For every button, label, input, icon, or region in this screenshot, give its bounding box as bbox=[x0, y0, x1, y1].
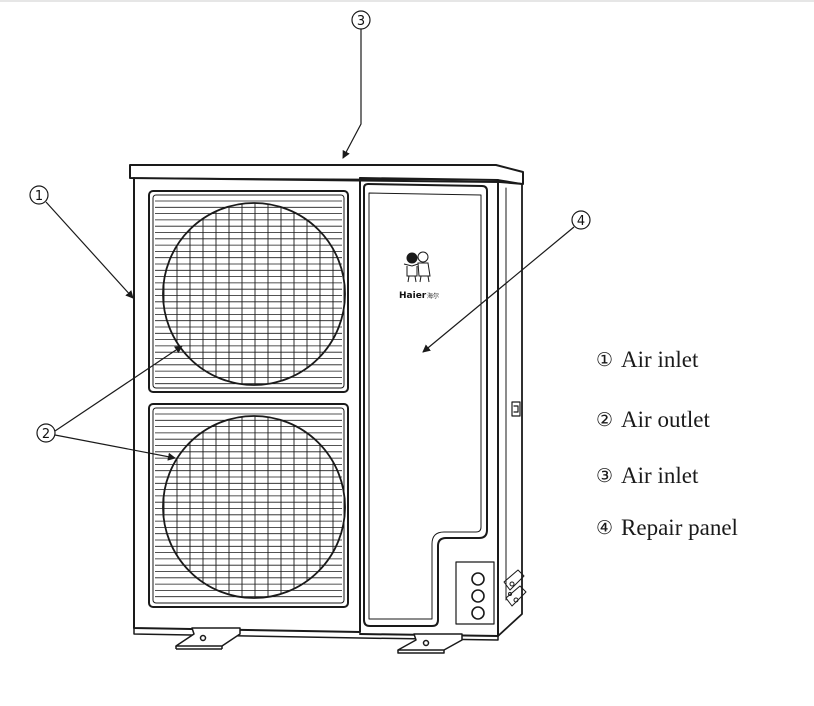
callout-3: 3 bbox=[342, 10, 371, 159]
legend-item-2-label: Air outlet bbox=[621, 407, 710, 432]
lower-fan-grille bbox=[148, 403, 349, 608]
service-port-3 bbox=[471, 606, 485, 620]
upper-fan-grille bbox=[148, 190, 349, 393]
callout-1: 1 bbox=[29, 185, 134, 299]
legend-item-1-number: ① bbox=[596, 349, 614, 371]
legend-item-3-number: ③ bbox=[596, 465, 614, 487]
right-foot bbox=[397, 633, 463, 651]
callouts: 1 2 3 4 bbox=[29, 10, 591, 461]
legend-item-3-label: Air inlet bbox=[621, 463, 699, 488]
unit-body bbox=[129, 164, 524, 641]
legend-item-3: ③ Air inlet bbox=[596, 462, 698, 490]
legend-item-1: ① Air inlet bbox=[596, 346, 698, 374]
legend-item-2: ② Air outlet bbox=[596, 406, 710, 434]
haier-logo-subtext: 海尔 bbox=[427, 292, 439, 300]
service-port-1 bbox=[471, 572, 485, 586]
side-panel bbox=[497, 179, 523, 637]
legend-item-4: ④ Repair panel bbox=[596, 514, 738, 542]
top-cover bbox=[129, 164, 524, 185]
callout-1-number: 1 bbox=[35, 189, 43, 204]
legend-item-4-number: ④ bbox=[596, 517, 614, 539]
repair-panel bbox=[363, 183, 527, 627]
legend-item-2-number: ② bbox=[596, 409, 614, 431]
legend-item-4-label: Repair panel bbox=[621, 515, 738, 540]
service-port-2 bbox=[471, 589, 485, 603]
page-top-border bbox=[0, 0, 814, 2]
pipe-valves bbox=[503, 569, 527, 607]
haier-logo: Haier 海尔 bbox=[399, 251, 439, 301]
callout-4-number: 4 bbox=[577, 214, 585, 229]
legend-item-1-label: Air inlet bbox=[621, 347, 699, 372]
callout-3-number: 3 bbox=[357, 14, 365, 29]
mounting-feet bbox=[175, 627, 463, 654]
callout-2: 2 bbox=[36, 345, 183, 461]
front-panel bbox=[133, 177, 361, 633]
callout-2-number: 2 bbox=[42, 427, 50, 442]
callout-4: 4 bbox=[422, 210, 591, 353]
left-foot bbox=[175, 627, 241, 647]
haier-logo-text: Haier bbox=[399, 291, 427, 301]
